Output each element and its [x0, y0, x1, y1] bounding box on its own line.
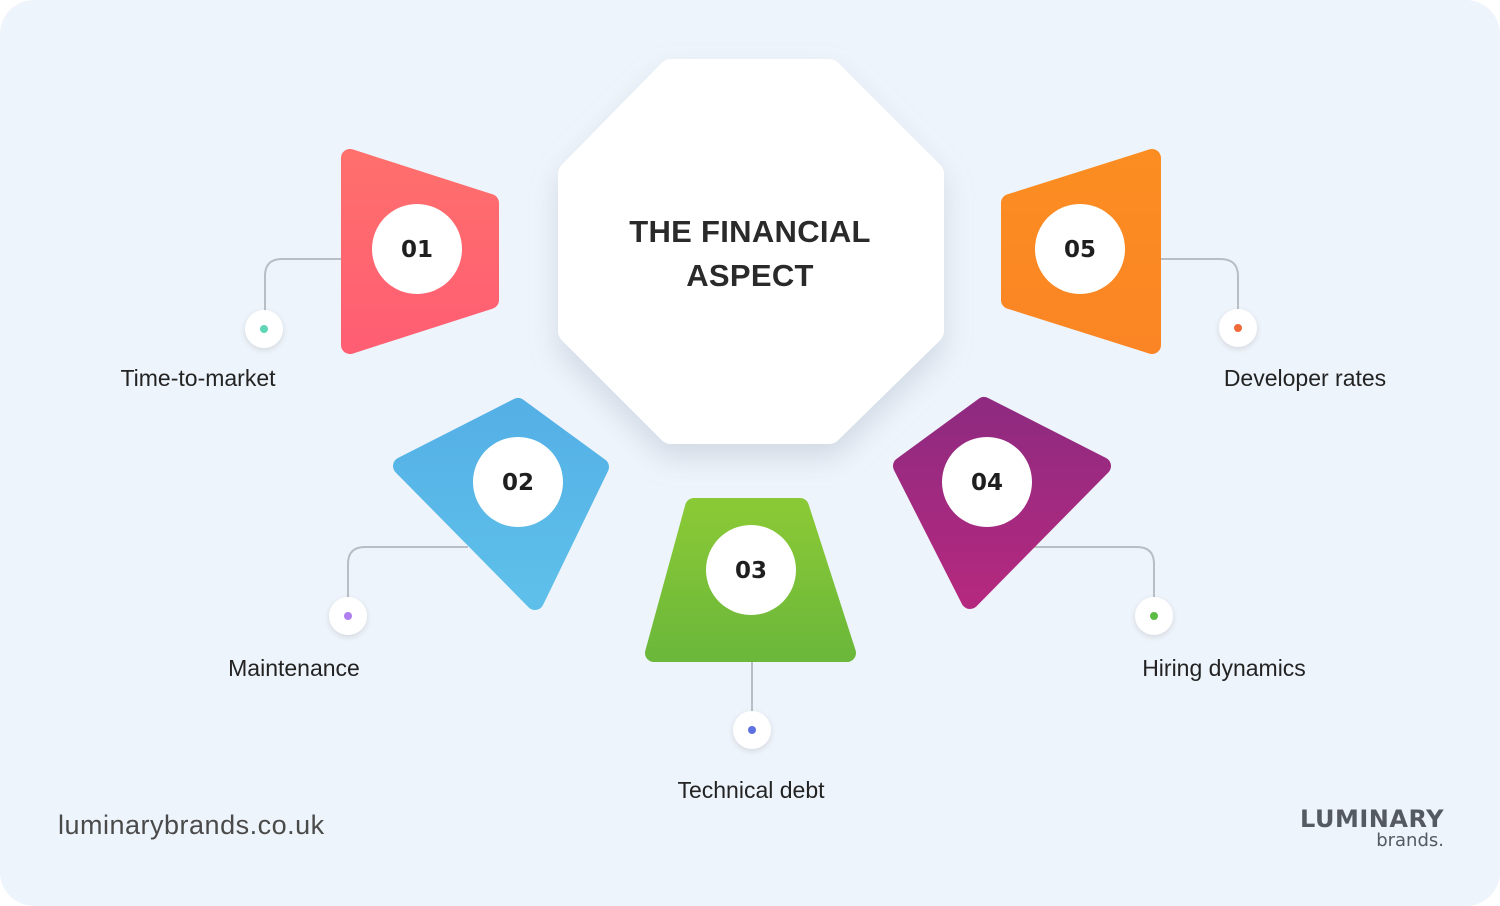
number-05: 05: [1064, 237, 1096, 263]
dot-02: [344, 612, 352, 620]
brand-logo-main: LUMINARY: [1300, 805, 1444, 833]
label-04: Hiring dynamics: [1142, 655, 1306, 681]
connector-01: [264, 258, 342, 312]
center-title-line2: ASPECT: [686, 258, 814, 293]
number-circle-05: [1035, 204, 1125, 294]
label-03: Technical debt: [677, 777, 825, 803]
label-05: Developer rates: [1223, 365, 1387, 391]
brand-logo-sub: brands.: [1376, 830, 1444, 851]
dot-03: [748, 726, 756, 734]
center-title: THE FINANCIAL ASPECT: [600, 210, 900, 298]
number-circle-02: [473, 437, 563, 527]
connector-05: [1160, 258, 1239, 312]
number-01: 01: [401, 237, 433, 263]
number-circle-01: [372, 204, 462, 294]
connector-04: [1030, 546, 1155, 598]
dot-04: [1150, 612, 1158, 620]
label-01: Time-to-market: [120, 365, 276, 391]
dot-01: [260, 325, 268, 333]
dot-05: [1234, 324, 1242, 332]
number-03: 03: [735, 558, 767, 584]
label-02: Maintenance: [228, 655, 360, 681]
connector-lines: [264, 258, 1239, 712]
number-circle-03: [706, 525, 796, 615]
connector-02: [347, 546, 468, 598]
website-url: luminarybrands.co.uk: [58, 810, 325, 840]
center-title-line1: THE FINANCIAL: [629, 214, 871, 249]
number-04: 04: [971, 470, 1003, 496]
number-02: 02: [502, 470, 534, 496]
label-dots: [245, 309, 1257, 749]
brand-logo: LUMINARY brands.: [1300, 806, 1444, 850]
center-octagon: [558, 59, 944, 444]
number-circle-04: [942, 437, 1032, 527]
